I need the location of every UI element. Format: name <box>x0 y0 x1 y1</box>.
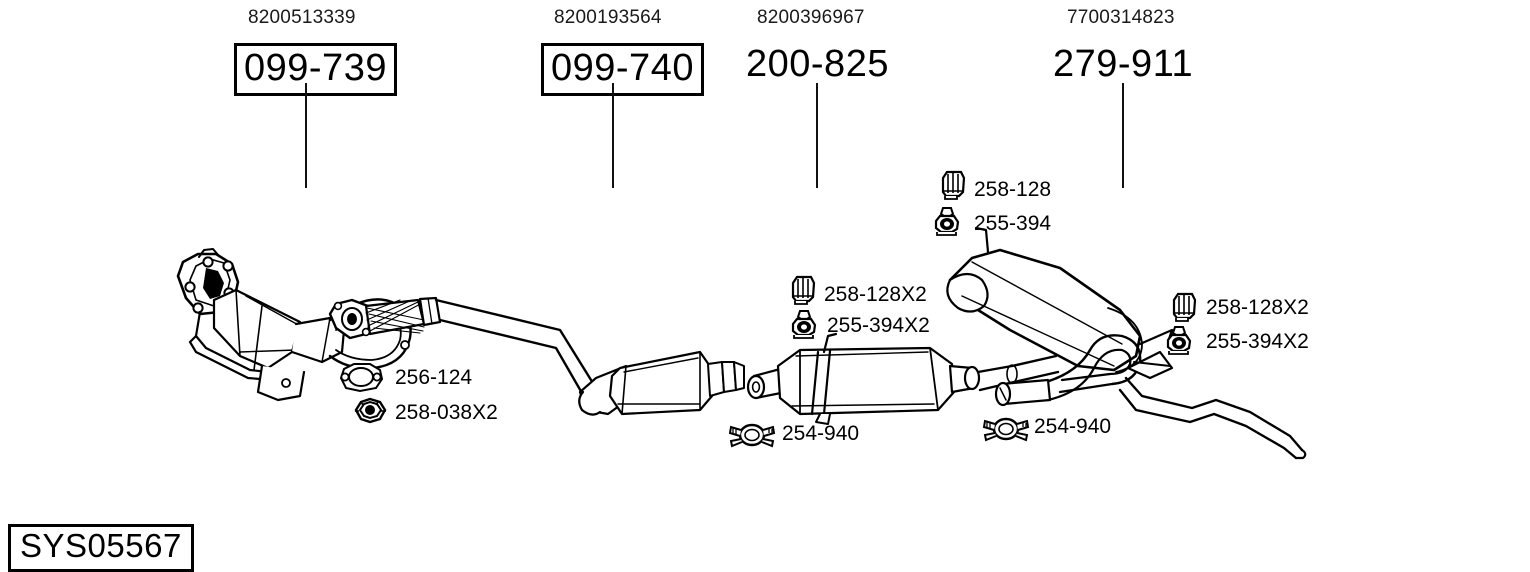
nut-icon <box>352 396 388 426</box>
part-ref-4[interactable]: 279-911 <box>1053 43 1194 85</box>
clamp-icon <box>728 420 776 450</box>
art-mid-pipe <box>976 354 1060 392</box>
art-tailpipe <box>1118 376 1307 460</box>
callout-nut-258-038[interactable]: 258-038X2 <box>395 401 498 424</box>
rubber-hanger-icon <box>939 169 967 201</box>
leader-line-4 <box>1122 83 1124 188</box>
part-ref-1[interactable]: 099-739 <box>234 43 397 96</box>
leader-line-2 <box>612 83 614 188</box>
callout-mount-255-394-tail[interactable]: 255-394X2 <box>1206 330 1309 353</box>
callout-hanger-258-128-rear[interactable]: 258-128 <box>974 178 1052 201</box>
callout-hanger-258-128-centre[interactable]: 258-128X2 <box>824 283 927 306</box>
oem-code-4: 7700314823 <box>1067 7 1175 28</box>
rubber-mount-icon <box>932 206 962 236</box>
leader-line-1 <box>305 83 307 188</box>
rubber-hanger-icon <box>1170 291 1198 323</box>
rubber-hanger-icon <box>789 274 817 306</box>
callout-mount-255-394-centre[interactable]: 255-394X2 <box>827 314 930 337</box>
part-ref-2[interactable]: 099-740 <box>541 43 704 96</box>
clamp-icon <box>982 414 1030 444</box>
system-tag[interactable]: SYS05567 <box>8 524 194 572</box>
leader-line-3 <box>816 83 818 188</box>
art-catalytic-converter-second <box>578 350 745 416</box>
part-ref-3[interactable]: 200-825 <box>746 43 889 85</box>
gasket-icon <box>336 361 386 393</box>
callout-hanger-258-128-tail[interactable]: 258-128X2 <box>1206 296 1309 319</box>
oem-code-3: 8200396967 <box>757 7 865 28</box>
art-centre-silencer <box>746 332 981 425</box>
callout-clamp-254-940-rear[interactable]: 254-940 <box>1034 415 1112 438</box>
callout-mount-255-394-rear[interactable]: 255-394 <box>974 212 1052 235</box>
art-rear-silencer <box>946 226 1174 407</box>
callout-clamp-254-940-centre[interactable]: 254-940 <box>782 422 860 445</box>
rubber-mount-icon <box>1164 325 1194 355</box>
oem-code-1: 8200513339 <box>248 7 356 28</box>
oem-code-2: 8200193564 <box>554 7 662 28</box>
rubber-mount-icon <box>789 309 819 339</box>
callout-gasket-256-124[interactable]: 256-124 <box>395 366 473 389</box>
